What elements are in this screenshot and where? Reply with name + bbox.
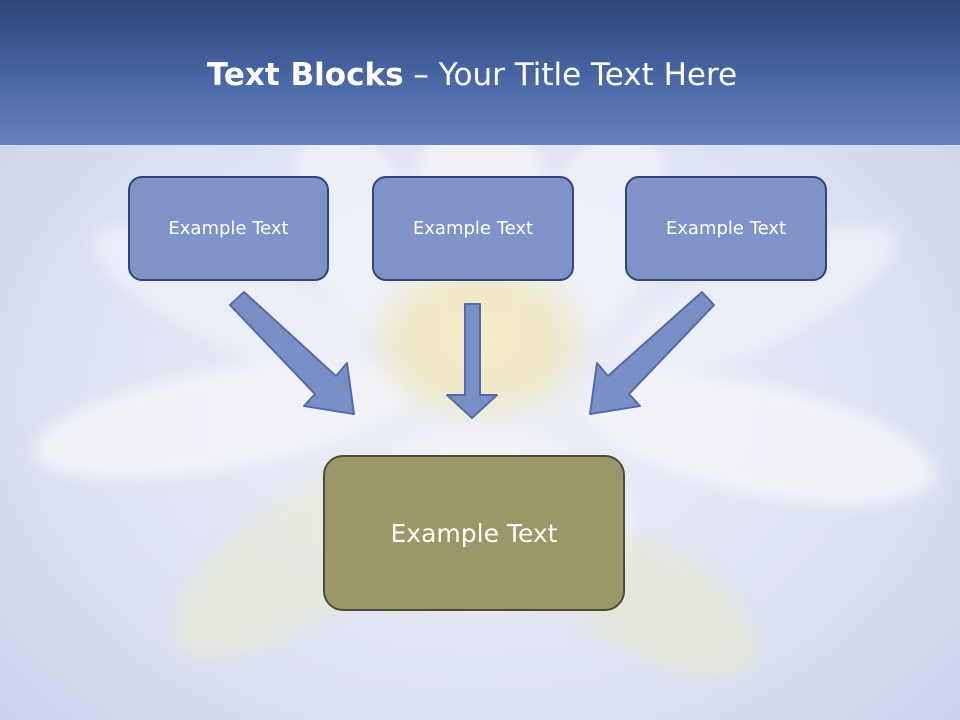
title-rest-text: Your Title Text Here xyxy=(438,57,738,93)
text-block-1-label: Example Text xyxy=(168,218,289,239)
text-block-3-label: Example Text xyxy=(665,218,787,239)
title-separator: – xyxy=(403,57,439,93)
result-text-block[interactable]: Example Text xyxy=(323,455,625,611)
slide-title: Text Blocks – Your Title Text Here xyxy=(0,52,944,98)
text-block-2[interactable]: Example Text xyxy=(372,176,574,281)
result-text-block-label: Example Text xyxy=(390,518,558,548)
title-bar xyxy=(0,0,960,145)
title-bold-text: Text Blocks xyxy=(206,57,404,93)
text-block-1[interactable]: Example Text xyxy=(128,176,329,281)
text-block-3[interactable]: Example Text xyxy=(625,176,827,281)
text-block-2-label: Example Text xyxy=(412,218,534,239)
